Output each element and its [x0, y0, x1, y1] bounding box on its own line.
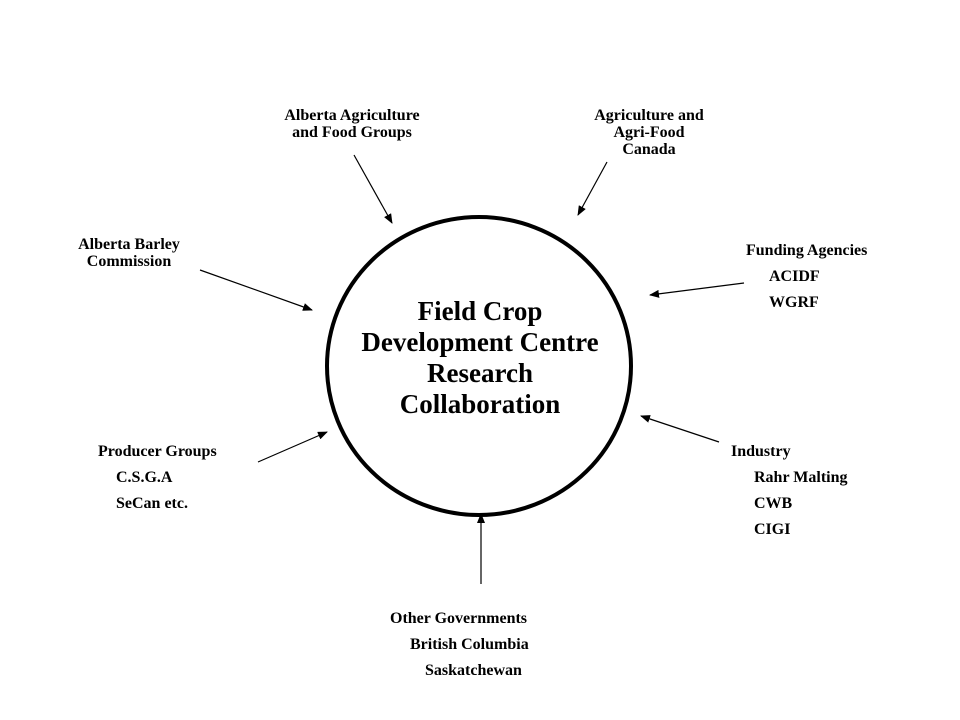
label-line: Commission: [86, 253, 172, 270]
label-line: Agriculture and: [594, 107, 704, 124]
arrow-barley-commission: [199, 269, 313, 311]
label-line: Agri-Food: [613, 124, 685, 141]
label-item: Rahr Malting: [754, 469, 848, 486]
label-line: and Food Groups: [292, 124, 412, 141]
arrow-alberta-agriculture: [353, 154, 393, 224]
label-item: British Columbia: [410, 636, 529, 653]
label-heading: Other Governments: [390, 610, 528, 627]
center-title-line: Development Centre: [361, 327, 599, 357]
center-title-line: Field Crop: [417, 296, 543, 326]
center-title: Field Crop Development Centre Research C…: [330, 296, 630, 420]
label-barley-commission: Alberta Barley Commission: [44, 236, 214, 270]
center-title-line: Collaboration: [399, 389, 561, 419]
arrow-industry: [640, 415, 720, 443]
arrow-funding-agencies: [649, 282, 745, 298]
arrow-producer-groups: [257, 431, 328, 463]
label-item: CWB: [754, 495, 793, 512]
label-item: Saskatchewan: [425, 662, 522, 679]
label-other-governments: Other Governments British Columbia Saska…: [390, 606, 529, 684]
label-item: CIGI: [754, 521, 791, 538]
label-heading: Industry: [731, 443, 791, 460]
label-heading: Producer Groups: [98, 443, 217, 460]
label-item: WGRF: [769, 294, 819, 311]
label-funding-agencies: Funding Agencies ACIDF WGRF: [746, 238, 867, 316]
label-item: C.S.G.A: [116, 469, 173, 486]
label-heading: Funding Agencies: [746, 242, 868, 259]
label-line: Alberta Agriculture: [284, 107, 420, 124]
label-item: SeCan etc.: [116, 495, 188, 512]
label-line: Alberta Barley: [78, 236, 180, 253]
arrow-agriculture-canada: [577, 161, 608, 216]
label-agriculture-canada: Agriculture and Agri-Food Canada: [549, 107, 749, 158]
label-alberta-agriculture: Alberta Agriculture and Food Groups: [252, 107, 452, 141]
label-item: ACIDF: [769, 268, 820, 285]
label-line: Canada: [622, 141, 676, 158]
label-producer-groups: Producer Groups C.S.G.A SeCan etc.: [98, 439, 217, 517]
center-title-line: Research: [427, 358, 533, 388]
label-industry: Industry Rahr Malting CWB CIGI: [731, 439, 847, 543]
